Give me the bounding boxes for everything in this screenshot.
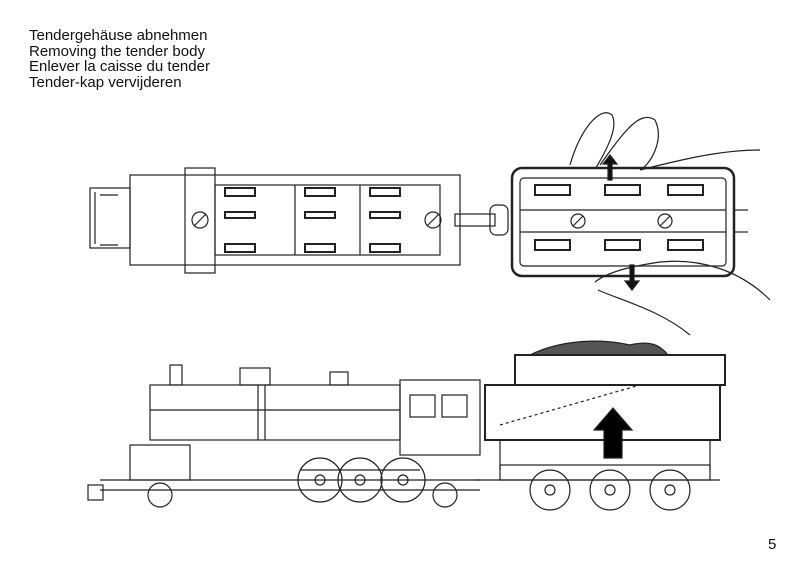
heading-dutch: Tender-kap vervijderen (29, 73, 182, 91)
instruction-heading: Tendergehäuse abnehmen Removing the tend… (29, 28, 210, 90)
heading-english: Removing the tender body (29, 42, 205, 60)
locomotive-side-drawing (87, 364, 481, 508)
tender-side-drawing (475, 340, 726, 511)
tender-underside-drawing (510, 112, 771, 336)
locomotive-underside-drawing (89, 167, 509, 274)
heading-french: Enlever la caisse du tender (29, 58, 210, 75)
heading-german: Tendergehäuse abnehmen (29, 27, 208, 44)
page-number: 5 (768, 536, 777, 553)
